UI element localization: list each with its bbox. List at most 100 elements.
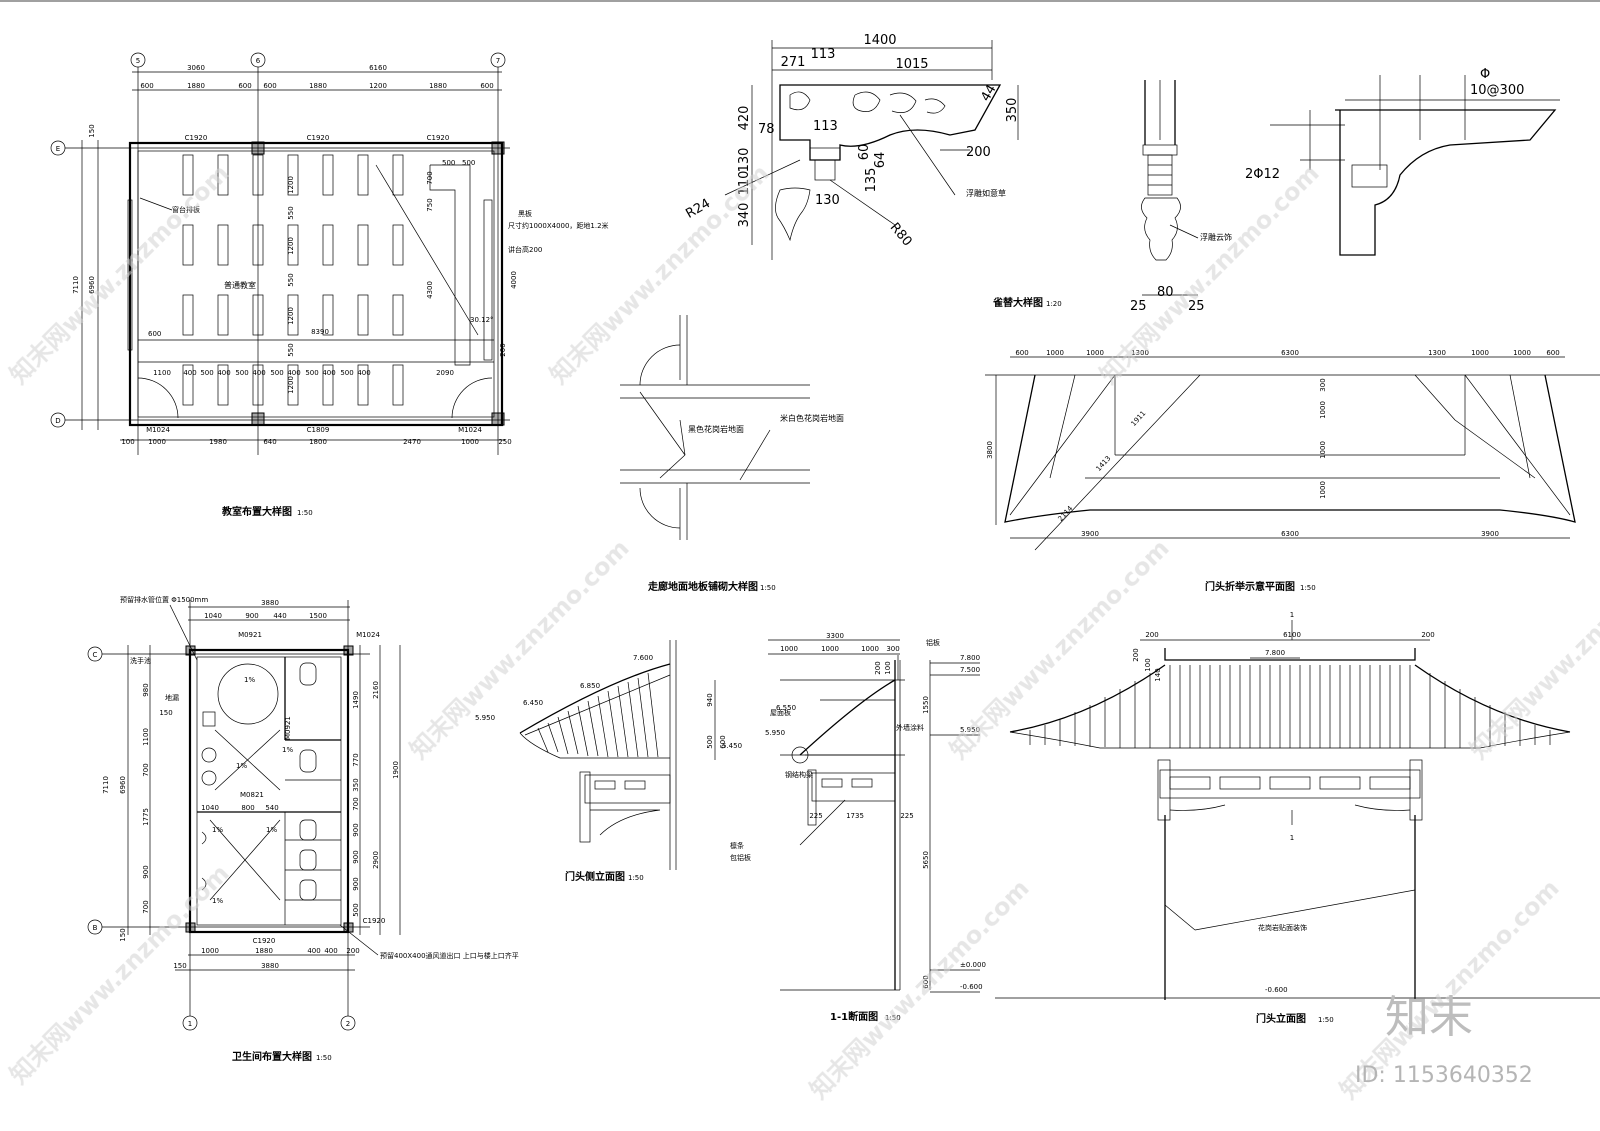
svg-text:500: 500: [442, 159, 455, 167]
door-label: M1024: [356, 631, 380, 639]
svg-text:5: 5: [136, 57, 140, 65]
svg-text:2090: 2090: [436, 369, 454, 377]
cloud-carving-note: 浮雕云饰: [1200, 232, 1232, 242]
svg-text:400: 400: [324, 947, 337, 955]
svg-text:1880: 1880: [255, 947, 273, 955]
svg-text:1400: 1400: [863, 33, 896, 48]
svg-text:1000: 1000: [1086, 349, 1104, 357]
svg-text:225: 225: [809, 812, 822, 820]
section-right-dims: 1550 5650 600: [922, 696, 930, 989]
granite-facing-note: 花岗岩贴面装饰: [1258, 923, 1307, 932]
steel-beam-note: 钢结构梁: [785, 770, 813, 779]
image-id-label: ID: 1153640352: [1355, 1063, 1533, 1088]
svg-text:6960: 6960: [119, 776, 127, 794]
svg-text:7.500: 7.500: [960, 666, 980, 674]
svg-text:100: 100: [884, 661, 892, 674]
svg-text:6: 6: [256, 57, 261, 65]
svg-text:1100: 1100: [142, 728, 150, 746]
dim-3060: 3060: [187, 64, 205, 72]
svg-text:500: 500: [352, 903, 360, 916]
basin-note: 洗手池: [130, 656, 151, 665]
svg-text:130: 130: [815, 193, 840, 208]
svg-text:340: 340: [737, 203, 752, 228]
svg-text:100: 100: [1144, 658, 1152, 671]
section-mark-bottom: 1: [1290, 834, 1294, 842]
svg-text:225: 225: [900, 812, 913, 820]
svg-text:5.950: 5.950: [960, 726, 980, 734]
axis-5-bubble: 5: [130, 52, 146, 68]
svg-text:5.450: 5.450: [722, 742, 742, 750]
svg-text:1000: 1000: [1319, 481, 1327, 499]
svg-text:1%: 1%: [266, 826, 277, 834]
svg-text:-0.600: -0.600: [1265, 986, 1288, 994]
svg-text:400: 400: [252, 369, 265, 377]
svg-text:1000: 1000: [861, 645, 879, 653]
roof-plan-title: 门头折举示意平面图: [1205, 580, 1295, 593]
toilet-right-dims: 1490 770 350 700 900 900 900 500 2160 19…: [352, 681, 400, 917]
svg-text:1490: 1490: [352, 691, 360, 709]
svg-text:D: D: [55, 417, 60, 425]
svg-text:400: 400: [183, 369, 196, 377]
svg-text:200: 200: [499, 343, 507, 356]
watermark-text: 知末网www.znzmo.com: [404, 534, 634, 764]
svg-text:420: 420: [737, 106, 752, 131]
roof-board-note: 屋面板: [770, 708, 791, 717]
section-levels: 7.800 7.500 6.550 5.950 5.450 5.950 ±0.0…: [722, 654, 986, 991]
watermark-text: 知末网www.znzmo.com: [544, 159, 774, 389]
svg-text:1040: 1040: [201, 804, 219, 812]
section-scale: 1:50: [885, 1014, 901, 1022]
svg-text:1%: 1%: [282, 746, 293, 754]
svg-text:400: 400: [322, 369, 335, 377]
axis-1-bubble: 1: [182, 1015, 198, 1031]
svg-text:500: 500: [340, 369, 353, 377]
classroom-bottom-dims: 100 1000 1980 640 1800 2470 1000 250: [121, 438, 511, 446]
svg-text:1775: 1775: [142, 808, 150, 826]
svg-text:600: 600: [263, 82, 276, 90]
svg-text:1300: 1300: [1131, 349, 1149, 357]
svg-text:7110: 7110: [102, 776, 110, 794]
svg-text:500: 500: [706, 735, 714, 748]
svg-text:200: 200: [1145, 631, 1158, 639]
watermark-text: 知末网www.znzmo.com: [1464, 534, 1600, 764]
floor-slopes: 1% 1% 1% 1% 1% 1%: [212, 676, 293, 905]
carving-note: 浮雕如意草: [966, 188, 1006, 198]
svg-text:1000: 1000: [1319, 441, 1327, 459]
svg-text:4300: 4300: [426, 281, 434, 299]
svg-text:900: 900: [352, 823, 360, 836]
toilet-scale: 1:50: [316, 1054, 332, 1062]
svg-text:6.850: 6.850: [580, 682, 600, 690]
toilet-left-dims: 980 1100 700 1775 900 700 150 150: [119, 683, 173, 941]
svg-text:7110: 7110: [72, 276, 80, 294]
svg-text:1100: 1100: [153, 369, 171, 377]
svg-text:1%: 1%: [212, 826, 223, 834]
svg-text:250: 250: [498, 438, 511, 446]
bracket-title: 雀替大样图: [992, 296, 1043, 309]
watermark-text: 知末网www.znzmo.com: [4, 859, 234, 1089]
axis-d-bubble: D: [50, 412, 66, 428]
toilet-plan: C B 1 2 3880 1040 900 440 1500: [87, 595, 519, 1063]
svg-text:C: C: [93, 651, 98, 659]
svg-text:60: 60: [857, 144, 872, 161]
svg-text:550: 550: [287, 273, 295, 286]
svg-text:7: 7: [496, 57, 500, 65]
svg-text:150: 150: [88, 124, 96, 137]
svg-text:700: 700: [426, 171, 434, 184]
svg-text:±0.000: ±0.000: [960, 961, 986, 969]
svg-text:540: 540: [265, 804, 278, 812]
brand-logo: 知末: [1385, 992, 1473, 1043]
classroom-plan: 5 6 7 E D 3060 6160 600 1880 600 600 188…: [50, 52, 609, 518]
svg-text:110: 110: [737, 171, 752, 196]
cladding-note: 包铝板: [730, 853, 751, 862]
section-mark-top: 1: [1290, 611, 1294, 619]
toilet-top-dims: 1040 900 440 1500: [204, 612, 327, 620]
svg-text:135: 135: [864, 168, 879, 193]
svg-text:1000: 1000: [1046, 349, 1064, 357]
svg-text:6.450: 6.450: [523, 699, 543, 707]
svg-text:130: 130: [737, 148, 752, 173]
axis-7-bubble: 7: [490, 52, 506, 68]
blackboard-size-note: 尺寸约1000X4000，距地1.2米: [508, 221, 609, 230]
svg-text:900: 900: [142, 865, 150, 878]
svg-text:44: 44: [978, 82, 999, 104]
axis-c-bubble: C: [87, 646, 103, 662]
